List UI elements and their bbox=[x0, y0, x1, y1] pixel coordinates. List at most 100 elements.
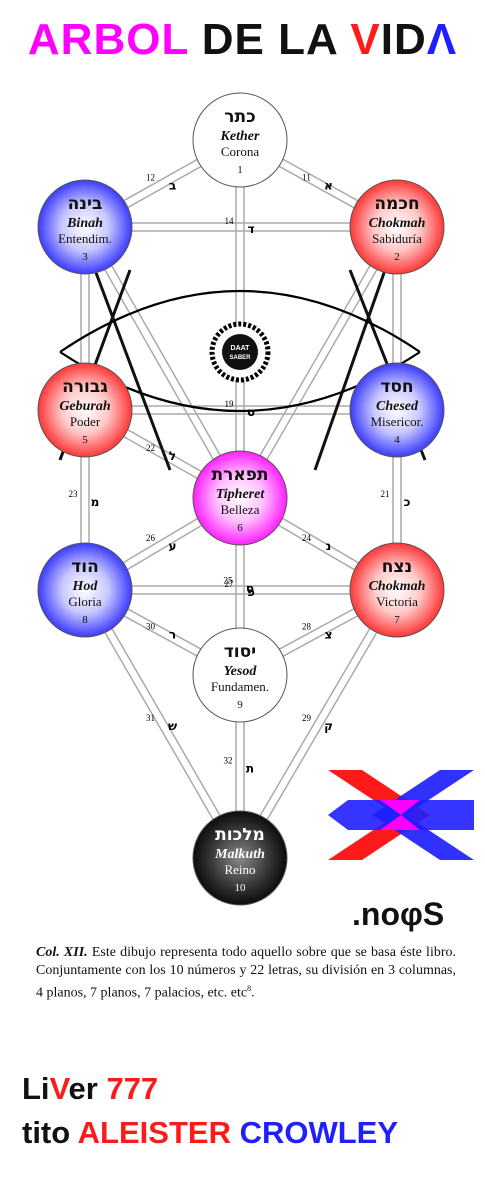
logo-wordmark: .noφS bbox=[352, 896, 444, 933]
path-hebrew-letter: פ bbox=[247, 585, 255, 599]
sephira-name: Yesod bbox=[224, 664, 258, 679]
path-hebrew-letter: ס bbox=[246, 582, 254, 596]
path-hebrew-letter: ק bbox=[324, 719, 333, 733]
sephira-name: Malkuth bbox=[214, 847, 265, 862]
path-hebrew-letter: ש bbox=[168, 719, 177, 733]
path-number: 27 bbox=[225, 579, 235, 589]
path-hebrew-letter: צ bbox=[325, 628, 333, 642]
sephira-name: Chesed bbox=[376, 399, 419, 414]
sephira-circle bbox=[37, 179, 133, 275]
path-hebrew-letter: מ bbox=[91, 495, 100, 509]
page-title: ARBOL DE LA VIDΛ bbox=[0, 14, 485, 66]
path-number: 24 bbox=[302, 533, 312, 543]
sephira-circle bbox=[192, 450, 288, 546]
noos-logo bbox=[328, 770, 474, 860]
sephira-hebrew: בינה bbox=[68, 194, 103, 214]
path-number: 23 bbox=[69, 489, 79, 499]
footer-er: er bbox=[68, 1071, 107, 1106]
sephira-hebrew: חכמה bbox=[374, 194, 419, 214]
sephira-name: Chokmah bbox=[369, 216, 426, 231]
sephira-meaning: Misericor. bbox=[370, 414, 423, 429]
caption-body: Este dibujo representa todo aquello sobr… bbox=[36, 945, 456, 1001]
title-v: V bbox=[350, 15, 381, 64]
path-number: 14 bbox=[225, 216, 235, 226]
path-number: 22 bbox=[146, 443, 155, 453]
path-hebrew-letter: כ bbox=[404, 495, 411, 509]
tree-of-life-diagram: DAAT SABER 11א12ב14ד19ט22ל23מ21כ26ע24נ25… bbox=[37, 92, 474, 906]
sephira-circle bbox=[37, 362, 133, 458]
logo-text-a: .no bbox=[352, 896, 400, 932]
sephira-circle bbox=[192, 92, 288, 188]
path-29 bbox=[235, 587, 395, 857]
sephira-circle bbox=[37, 542, 133, 638]
path-hebrew-letter: א bbox=[324, 179, 333, 193]
sephira-hebrew: נצח bbox=[382, 557, 412, 577]
path-hebrew-letter: ר bbox=[169, 628, 176, 642]
caption-text: Col. XII. Este dibujo representa todo aq… bbox=[36, 944, 456, 1003]
sephira-number: 7 bbox=[394, 614, 400, 626]
sephira-meaning: Reino bbox=[224, 862, 255, 877]
sephira-circle bbox=[349, 179, 445, 275]
path-connector bbox=[242, 228, 402, 501]
sephira-hebrew: גבורה bbox=[62, 377, 108, 397]
title-de-la: DE LA bbox=[201, 15, 338, 64]
sephira-meaning: Sabiduría bbox=[372, 231, 422, 246]
footer-777: 777 bbox=[106, 1071, 159, 1106]
title-arbol: ARBOL bbox=[27, 15, 189, 64]
path-number: 28 bbox=[302, 622, 312, 632]
sephira-number: 3 bbox=[82, 251, 88, 263]
path-connector bbox=[80, 228, 238, 501]
path-number: 32 bbox=[224, 756, 233, 766]
sephira-hebrew: כתר bbox=[224, 107, 255, 127]
sephira-circle bbox=[349, 542, 445, 638]
sephira-meaning: Victoria bbox=[376, 594, 418, 609]
logo-magenta-center bbox=[380, 800, 420, 830]
footer-aleister: ALEISTER bbox=[77, 1115, 240, 1150]
sephira-name: Geburah bbox=[59, 399, 111, 414]
path-labels: 11א12ב14ד19ט22ל23מ21כ26ע24נ25ס27פ30ר28צ3… bbox=[69, 173, 411, 776]
footer-li: Li bbox=[22, 1071, 50, 1106]
sephira-hebrew: חסד bbox=[380, 377, 413, 397]
path-31 bbox=[80, 591, 238, 861]
sephira-number: 1 bbox=[237, 164, 243, 176]
path-number: 19 bbox=[225, 399, 235, 409]
sephira-meaning: Belleza bbox=[221, 502, 260, 517]
sephira-number: 4 bbox=[394, 434, 400, 446]
sephira-circle bbox=[192, 627, 288, 723]
path-hebrew-letter: ב bbox=[169, 179, 176, 193]
sephira-circle bbox=[192, 810, 288, 906]
caption-end: . bbox=[251, 985, 255, 1001]
sephira-name: Tipheret bbox=[216, 487, 266, 502]
footer-line-1: LiVer 777 bbox=[22, 1070, 158, 1108]
sephira-meaning: Poder bbox=[70, 414, 101, 429]
sephira-meaning: Corona bbox=[221, 144, 260, 159]
daat-eye-upper bbox=[59, 290, 421, 353]
path-hebrew-letter: ע bbox=[169, 539, 177, 553]
sephira-name: Kether bbox=[220, 129, 260, 144]
caption-lead: Col. XII. bbox=[36, 945, 88, 960]
sephira-number: 5 bbox=[82, 434, 88, 446]
footer-line-2: tito ALEISTER CROWLEY bbox=[22, 1114, 398, 1152]
footer-v: V bbox=[49, 1071, 69, 1106]
path-number: 21 bbox=[381, 489, 390, 499]
path-number: 12 bbox=[146, 173, 155, 183]
footer-crowley: CROWLEY bbox=[239, 1115, 399, 1150]
logo-text-phi: φ bbox=[399, 896, 423, 932]
sephira-hebrew: תפארת bbox=[211, 465, 268, 485]
sephira-hebrew: מלכות bbox=[215, 825, 265, 845]
daat-beam bbox=[313, 269, 387, 471]
sephira-number: 10 bbox=[235, 882, 247, 894]
sephira-meaning: Fundamen. bbox=[211, 679, 269, 694]
logo-text-b: S bbox=[422, 896, 445, 932]
sephira-hebrew: הוד bbox=[71, 557, 99, 577]
sephira-name: Chokmah bbox=[369, 579, 426, 594]
path-hebrew-letter: ט bbox=[247, 405, 255, 419]
